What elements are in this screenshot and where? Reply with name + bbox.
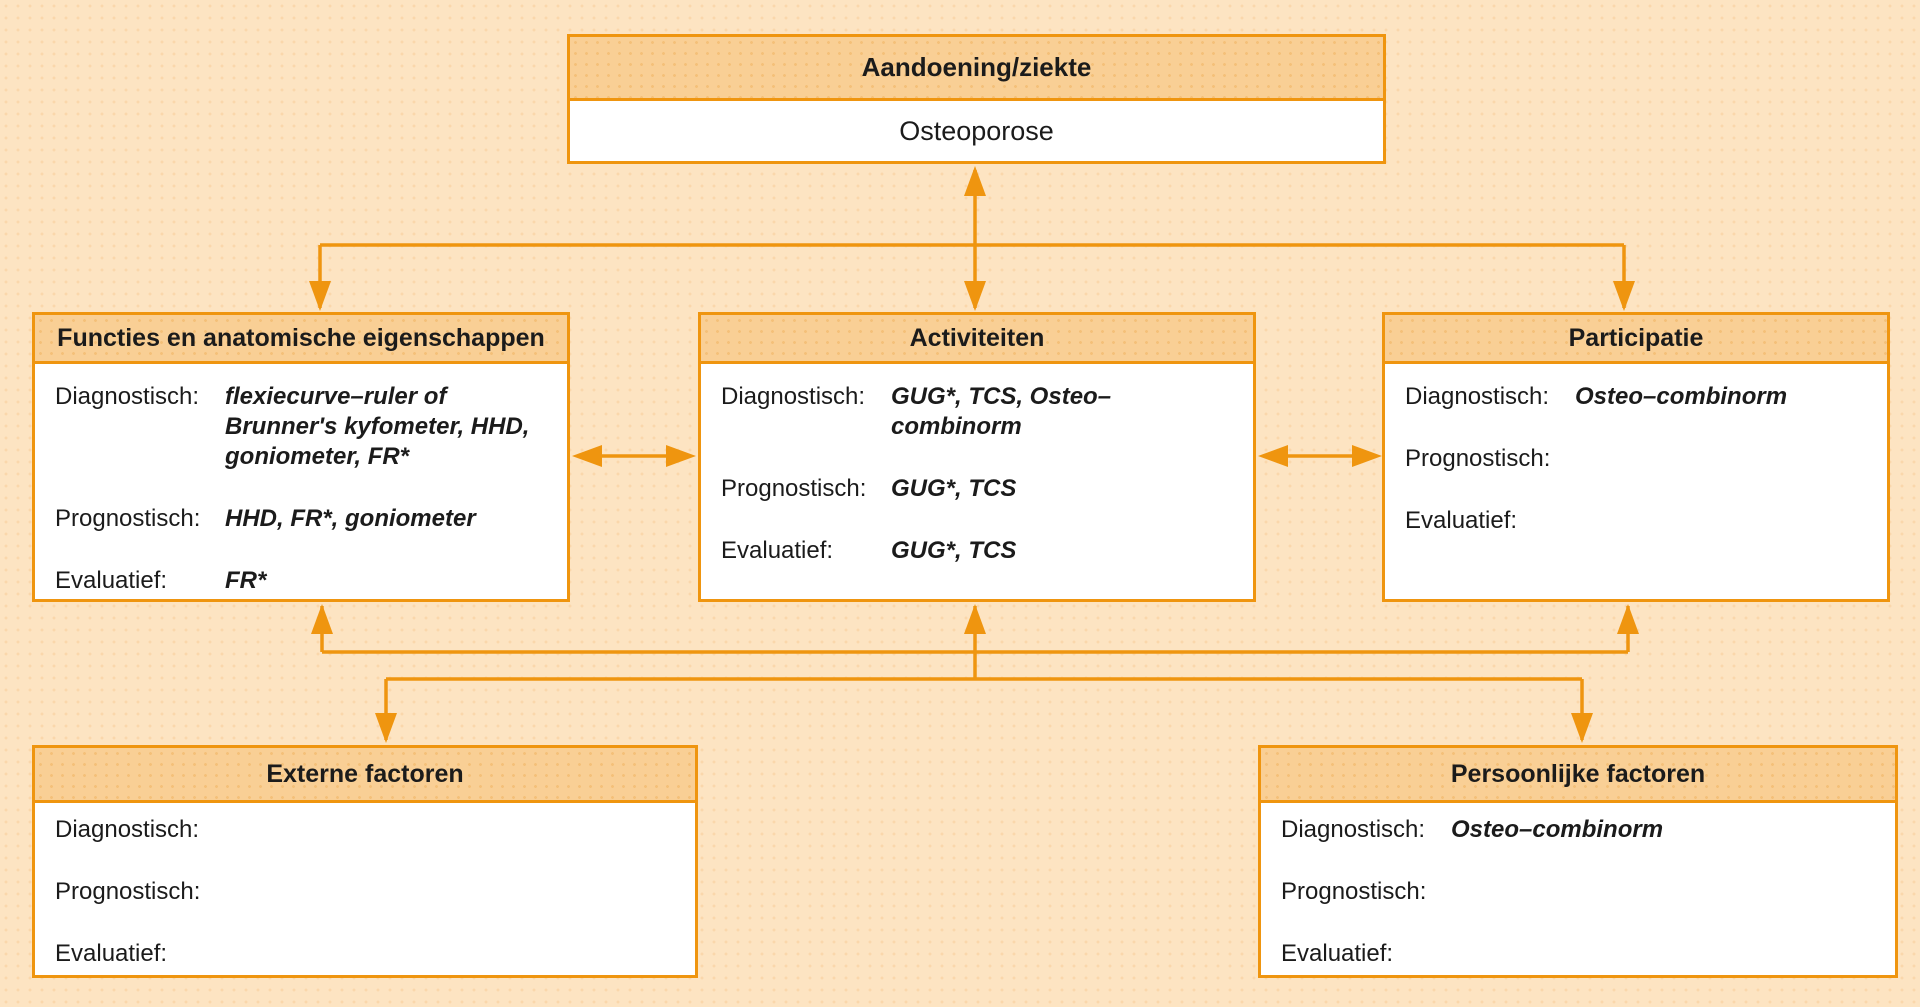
row-prognostisch: Prognostisch: <box>1281 877 1877 907</box>
box-title: Functies en anatomische eigenschappen <box>57 323 545 352</box>
box-participatie-body: Diagnostisch: Osteo–combinorm Prognostis… <box>1385 364 1887 536</box>
box-functies-body: Diagnostisch: flexiecurve–ruler of Brunn… <box>35 364 567 596</box>
row-value: Osteo–combinorm <box>1451 816 1664 843</box>
arrowhead-down-icon <box>1571 713 1593 743</box>
box-functies: Functies en anatomische eigenschappen Di… <box>32 312 570 602</box>
arrowhead-down-icon <box>309 281 331 311</box>
disease-name: Osteoporose <box>899 115 1054 146</box>
box-persoonlijke-factoren-body: Diagnostisch: Osteo–combinorm Prognostis… <box>1261 803 1895 969</box>
row-value: flexiecurve–ruler of Brunner's kyfometer… <box>225 383 530 470</box>
arrowhead-down-icon <box>1613 281 1635 311</box>
row-value: GUG*, TCS, Osteo–combinorm <box>891 383 1112 440</box>
box-participatie: Participatie Diagnostisch: Osteo–combino… <box>1382 312 1890 602</box>
box-activiteiten: Activiteiten Diagnostisch: GUG*, TCS, Os… <box>698 312 1256 602</box>
box-title: Participatie <box>1568 323 1704 352</box>
arrowhead-down-icon <box>964 281 986 311</box>
arrow-distributor-line <box>309 243 1635 311</box>
row-label: Prognostisch: <box>1405 445 1551 472</box>
box-aandoening-ziekte: Aandoening/ziekte Osteoporose <box>567 34 1386 164</box>
arrowhead-left-icon <box>572 445 602 467</box>
row-label: Evaluatief: <box>1405 507 1518 534</box>
row-label: Prognostisch: <box>721 475 867 502</box>
row-label: Diagnostisch: <box>55 816 200 843</box>
row-label: Prognostisch: <box>55 505 201 532</box>
row-value: HHD, FR*, goniometer <box>225 505 476 532</box>
row-diagnostisch: Diagnostisch: <box>55 815 677 845</box>
row-label: Diagnostisch: <box>1405 383 1550 410</box>
row-label: Evaluatief: <box>55 940 168 967</box>
row-value: GUG*, TCS <box>891 475 1017 502</box>
row-label: Prognostisch: <box>1281 878 1427 905</box>
arrow-activiteiten-participatie-double <box>1258 445 1382 467</box>
box-title: Activiteiten <box>909 323 1045 352</box>
arrowhead-up-icon <box>1617 604 1639 634</box>
row-evaluatief: Evaluatief: GUG*, TCS <box>721 536 1235 566</box>
arrow-functies-activiteiten-double <box>572 445 696 467</box>
row-label: Evaluatief: <box>55 567 168 594</box>
arrow-factors-return-lines <box>311 604 1639 743</box>
arrowhead-right-icon <box>1352 445 1382 467</box>
row-evaluatief: Evaluatief: <box>55 939 677 969</box>
box-title: Externe factoren <box>266 759 464 788</box>
box-persoonlijke-factoren-header: Persoonlijke factoren <box>1261 748 1895 803</box>
row-prognostisch: Prognostisch: <box>55 877 677 907</box>
box-activiteiten-header: Activiteiten <box>701 315 1253 364</box>
arrowhead-up-icon <box>311 604 333 634</box>
box-externe-factoren-header: Externe factoren <box>35 748 695 803</box>
arrowhead-up-icon <box>964 604 986 634</box>
box-persoonlijke-factoren: Persoonlijke factoren Diagnostisch: Oste… <box>1258 745 1898 978</box>
box-participatie-header: Participatie <box>1385 315 1887 364</box>
row-value: FR* <box>225 567 267 594</box>
box-functies-header: Functies en anatomische eigenschappen <box>35 315 567 364</box>
row-label: Diagnostisch: <box>1281 816 1426 843</box>
row-evaluatief: Evaluatief: <box>1281 939 1877 969</box>
row-value: Osteo–combinorm <box>1575 383 1788 410</box>
row-label: Diagnostisch: <box>55 383 200 410</box>
row-label: Evaluatief: <box>721 537 834 564</box>
box-externe-factoren: Externe factoren Diagnostisch: Prognosti… <box>32 745 698 978</box>
row-evaluatief: Evaluatief: FR* <box>55 566 549 596</box>
row-diagnostisch: Diagnostisch: flexiecurve–ruler of Brunn… <box>55 382 549 472</box>
row-evaluatief: Evaluatief: <box>1405 506 1869 536</box>
row-prognostisch: Prognostisch: GUG*, TCS <box>721 474 1235 504</box>
arrowhead-right-icon <box>666 445 696 467</box>
row-label: Evaluatief: <box>1281 940 1394 967</box>
box-aandoening-ziekte-header: Aandoening/ziekte <box>570 37 1383 101</box>
box-title: Persoonlijke factoren <box>1450 759 1706 788</box>
row-value: GUG*, TCS <box>891 537 1017 564</box>
arrow-top-vertical-double <box>964 166 986 311</box>
row-prognostisch: Prognostisch: <box>1405 444 1869 474</box>
box-aandoening-ziekte-body: Osteoporose <box>570 101 1383 161</box>
row-label: Diagnostisch: <box>721 383 866 410</box>
row-label: Prognostisch: <box>55 878 201 905</box>
box-activiteiten-body: Diagnostisch: GUG*, TCS, Osteo–combinorm… <box>701 364 1253 566</box>
row-diagnostisch: Diagnostisch: GUG*, TCS, Osteo–combinorm <box>721 382 1235 442</box>
row-diagnostisch: Diagnostisch: Osteo–combinorm <box>1405 382 1869 412</box>
row-prognostisch: Prognostisch: HHD, FR*, goniometer <box>55 504 549 534</box>
box-externe-factoren-body: Diagnostisch: Prognostisch: Evaluatief: <box>35 803 695 969</box>
arrowhead-down-icon <box>375 713 397 743</box>
arrowhead-left-icon <box>1258 445 1288 467</box>
arrowhead-up-icon <box>964 166 986 196</box>
row-diagnostisch: Diagnostisch: Osteo–combinorm <box>1281 815 1877 845</box>
box-title: Aandoening/ziekte <box>861 52 1092 82</box>
